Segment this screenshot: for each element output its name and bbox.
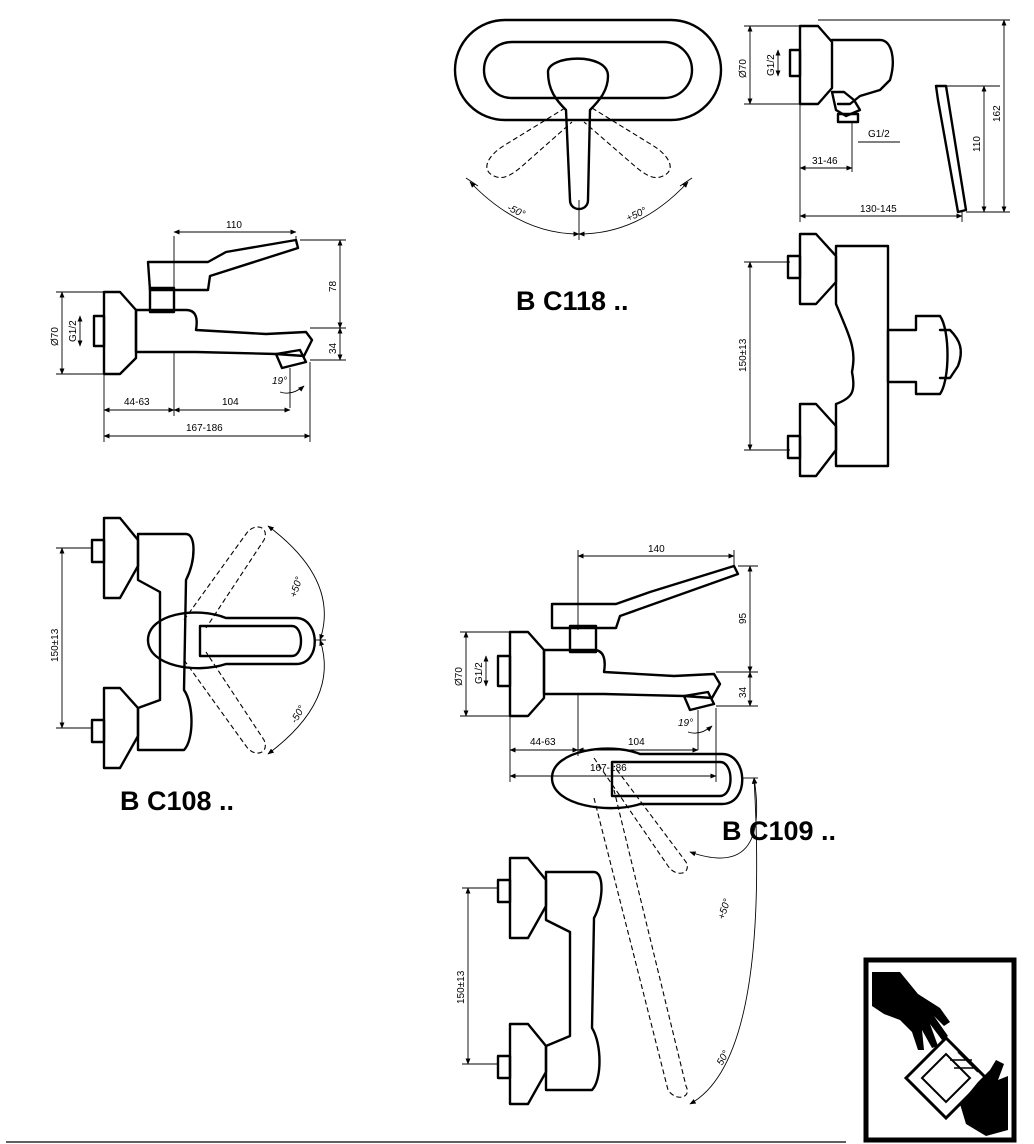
dim-104-c109: 104 [628,737,645,748]
installation-instructions-hands-icon [863,957,1017,1143]
dim-g12-c109: G1/2 [474,662,485,684]
dim-o70-c118: Ø70 [738,59,749,78]
dim-104-c108: 104 [222,397,239,408]
b-c109-side-view: 140 95 34 Ø70 G1/2 44-63 104 167-186 19° [454,544,758,782]
angle-plus50-c108: +50° [288,576,305,599]
dim-g12-c108: G1/2 [68,320,79,342]
dim-150-13-c109: 150±13 [456,970,467,1004]
dim-o70-c108: Ø70 [50,327,61,346]
angle-plus50-c109: +50° [716,898,733,921]
b-c118-bottom-view: 150±13 [738,232,962,478]
dim-150-13-c108: 150±13 [50,628,61,662]
dim-140: 140 [648,544,665,555]
dim-34-c108: 34 [328,342,339,354]
b-c118-front-view: -50° +50° [453,18,723,240]
dim-110-side: 110 [972,136,983,152]
angle-minus50-c108: -50° [289,704,308,725]
angle-19-c108: 19° [272,376,287,387]
angle-19-c109: 19° [678,718,693,729]
dim-o70-c109: Ø70 [454,667,465,686]
dim-78: 78 [328,280,339,292]
angle-50-c109: 50° [715,1049,732,1068]
dim-44-63-c109: 44-63 [530,737,556,748]
model-label-b-c108: B C108 .. [120,786,234,816]
dim-130-145: 130-145 [860,204,897,215]
dim-44-63-c108: 44-63 [124,397,150,408]
b-c109-top-view: +50° 50° 150±13 [456,747,758,1106]
dim-95: 95 [738,612,749,624]
b-c108-side-view: 110 78 34 Ø70 G1/2 44-63 104 167-186 19° [50,220,346,442]
dim-110-c108: 110 [226,220,242,231]
dim-162: 162 [992,105,1003,122]
b-c108-top-view: +50° -50° 150±13 [50,516,326,770]
dim-167-186-c108: 167-186 [186,423,223,434]
model-label-b-c109: B C109 .. [722,816,836,846]
model-label-b-c118: B C118 .. [516,286,629,316]
dim-31-46: 31-46 [812,156,838,167]
dim-g12-c118: G1/2 [766,54,777,76]
dim-34-c109: 34 [738,686,749,698]
b-c118-side-view: Ø70 G1/2 G1/2 31-46 130-145 110 162 [738,19,1010,222]
dim-167-186-c109: 167-186 [590,763,627,774]
dim-g12-outlet-c118: G1/2 [868,129,890,140]
angle-plus50-label: +50° [625,206,649,225]
dim-150-13-c118: 150±13 [738,338,749,372]
